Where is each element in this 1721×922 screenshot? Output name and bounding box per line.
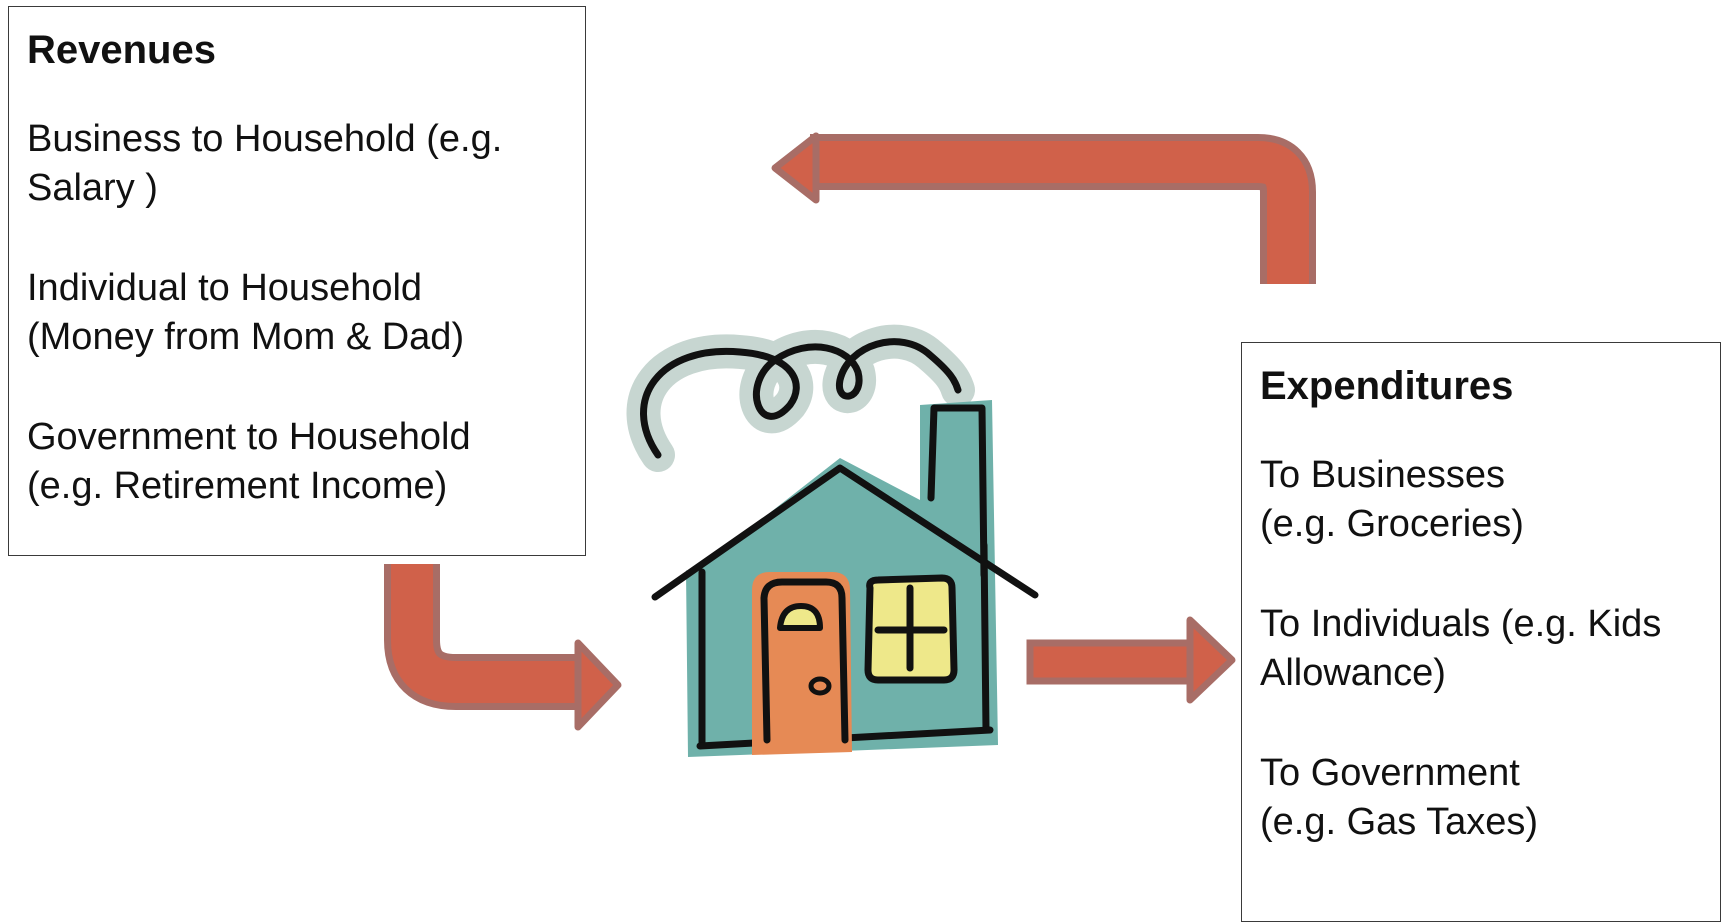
revenue-item-government: Government to Household (e.g. Retirement… xyxy=(27,415,471,507)
house-icon xyxy=(626,324,1039,757)
arrow-return-loop xyxy=(771,132,1316,284)
expenditures-box: Expenditures To Businesses (e.g. Groceri… xyxy=(1241,342,1721,922)
arrow-house-to-expenditures xyxy=(1026,616,1236,704)
revenues-box: Revenues Business to Household (e.g. Sal… xyxy=(8,6,586,556)
revenue-item-individual: Individual to Household (Money from Mom … xyxy=(27,266,465,359)
expenditure-item-businesses: To Businesses (e.g. Groceries) xyxy=(1260,454,1524,546)
expenditure-item-individuals: To Individuals (e.g. Kids Allowance) xyxy=(1260,602,1662,695)
expenditures-title: Expenditures xyxy=(1260,364,1514,408)
expenditure-item-government: To Government (e.g. Gas Taxes) xyxy=(1260,751,1539,843)
revenue-item-business: Business to Household (e.g. Salary ) xyxy=(27,118,503,210)
arrow-revenues-to-house xyxy=(384,564,622,731)
revenues-title: Revenues xyxy=(27,28,216,72)
